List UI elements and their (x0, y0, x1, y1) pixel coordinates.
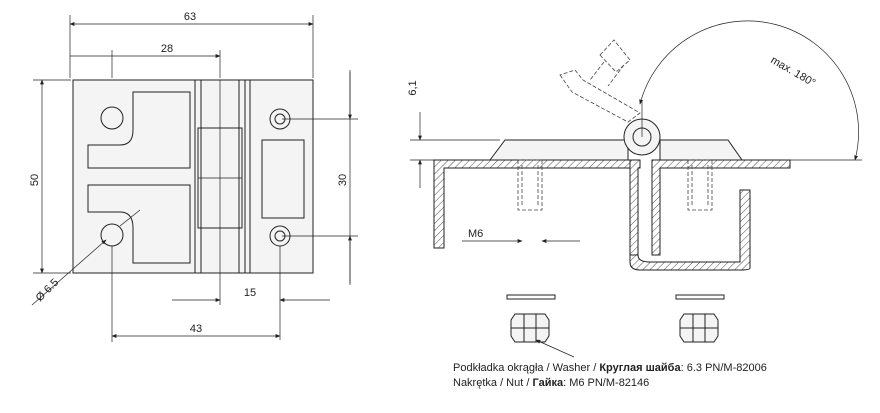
dim-height: 50 (29, 174, 41, 186)
dim-max-angle: max. 180° (769, 54, 818, 89)
washer-nut-left (506, 294, 556, 343)
right-leaf (249, 79, 314, 274)
dim-rise: 6,1 (407, 80, 419, 95)
right-leaf-section (659, 139, 743, 161)
dim-thread: M6 (468, 228, 483, 240)
dim-hole-offset: 15 (244, 287, 256, 299)
washer-icon (506, 294, 556, 300)
left-profile-section (433, 159, 631, 249)
right-profile-section (651, 159, 791, 256)
dim-hole-diameter: Ø 6.5 (34, 277, 62, 305)
dim-leaf-width: 28 (161, 43, 173, 55)
hole-upper-left (100, 106, 124, 130)
screw-left (517, 159, 543, 211)
nut-note: Nakrętka / Nut / Гайка: M6 PN/M-82146 (453, 377, 649, 389)
left-leaf-section (489, 139, 629, 161)
left-lower-recess (87, 184, 191, 264)
dim-overall-width: 63 (184, 11, 196, 23)
opened-leaf-phantom (559, 69, 641, 123)
dim-hole-distance: 43 (190, 323, 202, 335)
leader-to-nut (535, 339, 575, 358)
washer-note: Podkładka okrągła / Washer / Круглая шай… (453, 362, 767, 374)
section-view: max. 180° 6,1 M6 Podkładka okrągła / Wa (407, 20, 862, 389)
dim-hole-pitch: 30 (337, 174, 349, 186)
washer-icon (675, 294, 725, 300)
washer-nut-right (675, 294, 725, 343)
plan-view: 63 28 50 30 Ø 6.5 15 43 (29, 11, 358, 342)
rotation-arc (639, 20, 859, 161)
left-upper-recess (87, 91, 191, 169)
right-recess (261, 139, 305, 219)
